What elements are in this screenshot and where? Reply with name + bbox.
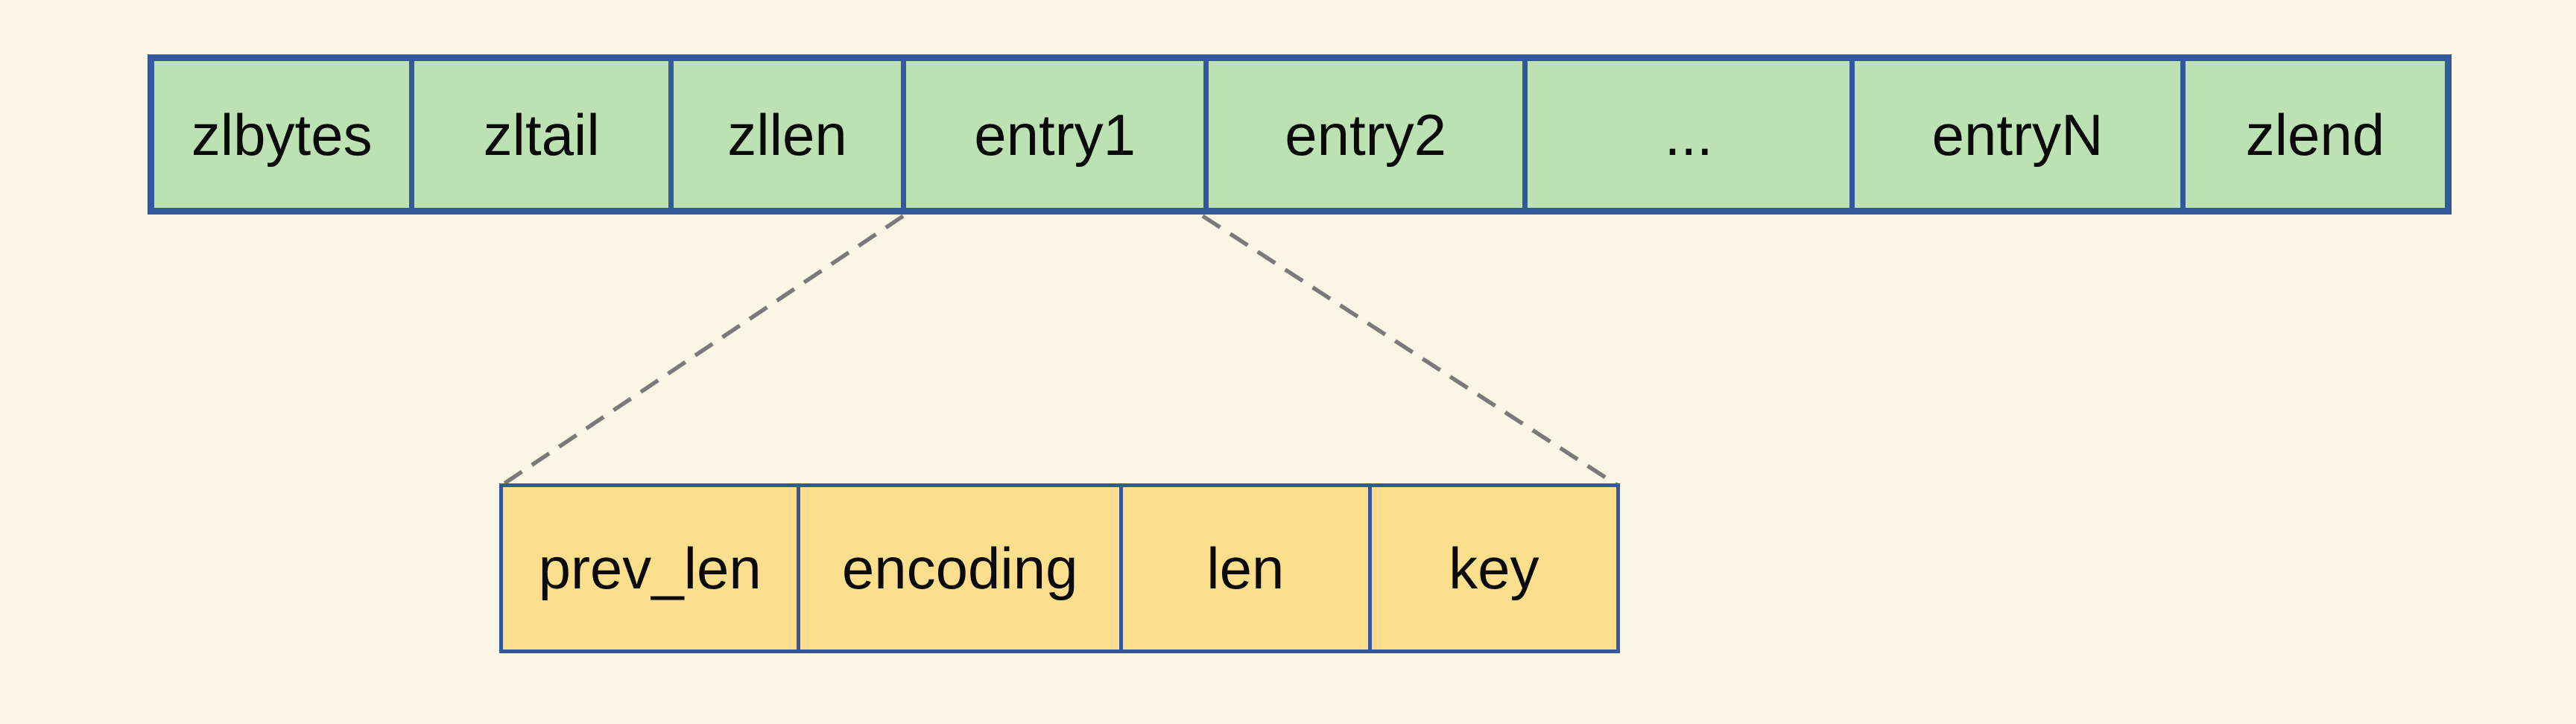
connector-dashed-line-right [1201, 214, 1618, 487]
entry-cell-len: len [1119, 487, 1368, 650]
ziplist-cell-ellipsis: ... [1522, 61, 1850, 208]
ziplist-cell-entry2: entry2 [1203, 61, 1522, 208]
connector-dashed-line-left [501, 214, 905, 487]
ziplist-cell-zllen: zllen [668, 61, 902, 208]
ziplist-cell-zlbytes: zlbytes [154, 61, 410, 208]
ziplist-cell-entryN: entryN [1849, 61, 2180, 208]
ziplist-cell-entry1: entry1 [901, 61, 1204, 208]
entry-cell-key: key [1367, 487, 1616, 650]
entry-cell-prev-len: prev_len [503, 487, 797, 650]
ziplist-structure-row: zlbytes zltail zllen entry1 entry2 ... e… [148, 54, 2452, 215]
ziplist-cell-zltail: zltail [409, 61, 668, 208]
ziplist-cell-zlend: zlend [2180, 61, 2445, 208]
entry-structure-row: prev_len encoding len key [499, 483, 1620, 653]
entry-cell-encoding: encoding [797, 487, 1120, 650]
